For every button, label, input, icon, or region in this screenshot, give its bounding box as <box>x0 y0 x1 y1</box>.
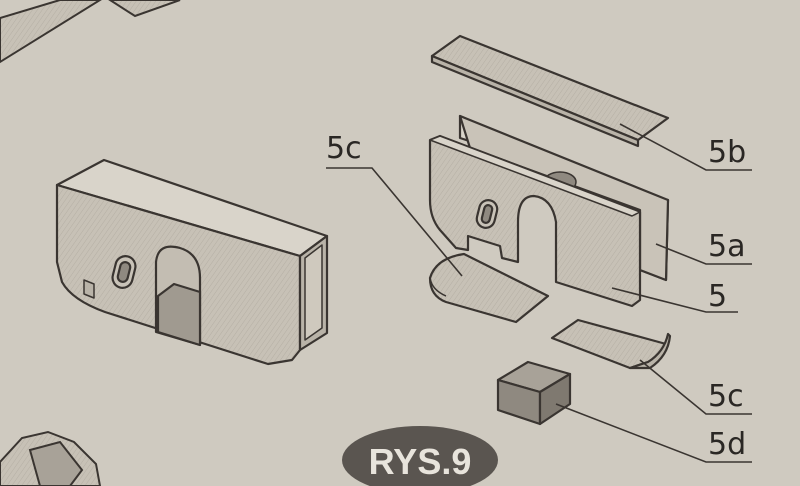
part-5c-upper <box>428 252 550 324</box>
figure-badge: RYS.9 <box>342 426 498 486</box>
leader-lines <box>326 123 752 463</box>
label-5: 5 <box>708 279 727 314</box>
leader-5a <box>655 243 752 265</box>
leader-5d <box>555 403 752 463</box>
assembled-box <box>55 158 329 366</box>
part-5d <box>496 360 572 426</box>
partial-piece-bottom-left <box>0 430 102 486</box>
part-5c-lower <box>550 318 672 370</box>
part-5 <box>428 134 642 308</box>
label-5d: 5d <box>708 427 746 462</box>
leader-5 <box>611 287 738 313</box>
label-5c-lower: 5c <box>708 379 744 414</box>
leader-5c-lower <box>639 359 752 415</box>
part-5b <box>430 34 670 148</box>
label-5c-upper: 5c <box>326 131 362 166</box>
leader-5b <box>619 123 752 171</box>
partial-piece-top-left <box>0 0 181 64</box>
label-5a: 5a <box>708 229 745 264</box>
leader-5c-upper <box>326 167 463 277</box>
label-5b: 5b <box>708 135 746 170</box>
figure-label: RYS.9 <box>369 441 472 482</box>
